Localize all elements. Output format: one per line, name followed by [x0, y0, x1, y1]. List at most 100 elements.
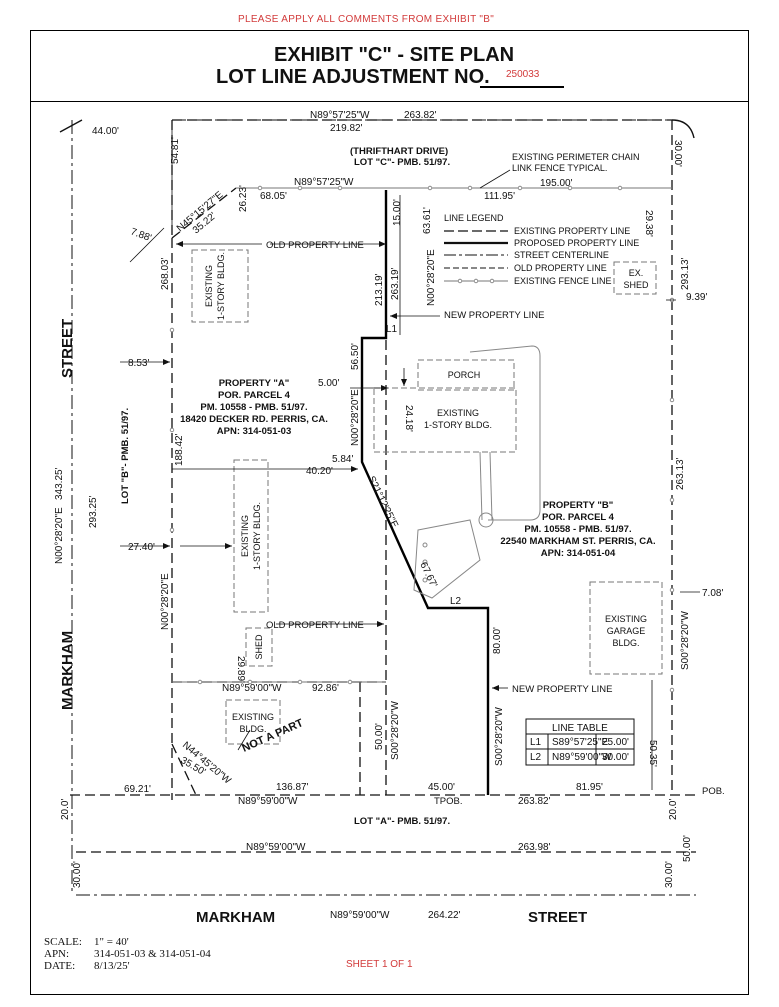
dim-29325: 293.25'	[88, 495, 99, 528]
dim-2418: 24.18'	[403, 405, 414, 432]
dim-2740: 27.40'	[128, 542, 155, 553]
dim-5000: 50.00'	[374, 723, 385, 750]
dim-5035: 50.35'	[647, 740, 658, 767]
property-b-name: PROPERTY "B"	[543, 500, 614, 511]
dim-18842: 188.42'	[174, 433, 185, 466]
dim-s-bearing-1: S00°28'20"W	[680, 611, 691, 670]
legend-item-3: OLD PROPERTY LINE	[514, 263, 607, 273]
porch-label: PORCH	[448, 370, 481, 380]
legend-item-2: STREET CENTERLINE	[514, 250, 609, 260]
property-b-pm: PM. 10558 - PMB. 51/97.	[524, 524, 631, 535]
property-a-parcel: POR. PARCEL 4	[218, 390, 291, 401]
ex-shed-label-1: EX.	[629, 268, 644, 278]
title-block	[30, 30, 749, 102]
dim-19500: 195.00'	[540, 178, 573, 189]
garage-outline	[589, 581, 663, 675]
legend-title: LINE LEGEND	[444, 213, 504, 223]
dim-n-bearing-1: N00°28'20"E	[426, 249, 437, 306]
bldg-a-mid-label-1: EXISTING	[240, 515, 250, 557]
dim-4020: 40.20'	[306, 466, 333, 477]
old-property-line-label-1: OLD PROPERTY LINE	[266, 240, 364, 251]
dim-2989: 29.89'	[235, 656, 246, 683]
legend-item-1: PROPOSED PROPERTY LINE	[514, 238, 639, 248]
line-table-row-0-bearing: S89°57'25"E	[552, 737, 608, 748]
corner-tick-nw	[59, 119, 83, 133]
dim-26313: 263.13'	[675, 457, 686, 490]
lot-b-label: LOT "B"- PMB. 51/97.	[120, 408, 131, 504]
dim-200-left: 20.0'	[60, 799, 71, 820]
markham-street-label-2: MARKHAM	[59, 631, 76, 710]
garage-label-1: EXISTING	[605, 614, 647, 624]
nap-bldg-label-2: BLDG.	[239, 724, 266, 734]
nap-bldg-outline	[225, 699, 281, 745]
property-b-apn: APN: 314-051-04	[541, 548, 616, 559]
nw-corner-diagonal	[171, 187, 237, 239]
dim-top-right: 30.00'	[672, 140, 683, 167]
proposed-property-line	[360, 190, 490, 795]
thrifthart-name: (THRIFTHART DRIVE)	[350, 146, 448, 157]
bldg-a-top-label-1: EXISTING	[204, 265, 214, 307]
dim-584: 5.84'	[332, 454, 353, 465]
header-note: PLEASE APPLY ALL COMMENTS FROM EXHIBIT "…	[238, 14, 495, 25]
street-bottom-label: STREET	[528, 909, 587, 926]
ex-shed-outline	[613, 261, 657, 295]
dim-708: 7.08'	[702, 588, 723, 599]
dim-n-bearing-3: N00°28'20"E	[54, 507, 65, 564]
new-property-line-label-2: NEW PROPERTY LINE	[512, 684, 612, 695]
dim-939: 9.39'	[686, 292, 707, 303]
property-a-name: PROPERTY "A"	[219, 378, 290, 389]
drawing-frame	[30, 30, 749, 995]
line-table-title: LINE TABLE	[552, 723, 608, 734]
bldg-a-mid-outline	[233, 459, 269, 613]
not-a-part-label: NOT A PART	[240, 717, 305, 755]
footer-date: DATE:8/13/25'	[44, 960, 130, 972]
dim-6767: 67.67'	[417, 560, 439, 589]
dim-788: 7.88'	[129, 226, 153, 244]
shed-outline	[245, 627, 273, 667]
property-a-apn: APN: 314-051-03	[217, 426, 291, 437]
markham-street-label: STREET	[59, 319, 76, 378]
bldg-b-label-2: 1-STORY BLDG.	[424, 420, 492, 430]
dim-26382: 263.82'	[518, 796, 551, 807]
pob-label: POB.	[702, 786, 725, 797]
fence-note-2: LINK FENCE TYPICAL.	[512, 163, 607, 173]
dim-21319: 213.19'	[374, 273, 385, 306]
dim-bot-bearing: N89°59'00"W	[238, 796, 298, 807]
line-table-row-0-dist: 25.00'	[602, 737, 629, 748]
bldg-a-mid-label-2: 1-STORY BLDG.	[252, 502, 262, 570]
dim-l1: L1	[386, 324, 398, 335]
property-a-pm: PM. 10558 - PMB. 51/97.	[200, 402, 307, 413]
dim-26319: 263.19'	[390, 267, 401, 300]
dim-26422: 264.22'	[428, 910, 461, 921]
legend-item-0: EXISTING PROPERTY LINE	[514, 226, 630, 236]
dim-1500: 15.00'	[392, 199, 403, 226]
dim-top-left: 44.00'	[92, 126, 119, 137]
bldg-b-outline	[373, 387, 517, 453]
dim-6805: 68.05'	[260, 191, 287, 202]
line-table-row-0-id: L1	[530, 737, 542, 748]
bldg-b-label-1: EXISTING	[437, 408, 479, 418]
dim-26398: 263.98'	[518, 842, 551, 853]
fence-note-1: EXISTING PERIMETER CHAIN	[512, 152, 640, 162]
footer-apn: APN:314-051-03 & 314-051-04	[44, 948, 211, 960]
nap-bldg-label-1: EXISTING	[232, 712, 274, 722]
bldg-a-top-outline	[191, 249, 249, 323]
dim-north-bearing: N89°57'25"W	[294, 177, 354, 188]
dim-500: 5.00'	[318, 378, 339, 389]
dim-s-bearing-2: S00°28'20"W	[390, 701, 401, 760]
property-b-parcel: POR. PARCEL 4	[542, 512, 615, 523]
dim-11195: 111.95'	[484, 191, 515, 202]
dim-l2: L2	[450, 596, 462, 607]
garage-label-2: GARAGE	[607, 626, 646, 636]
dim-8000: 80.00'	[492, 627, 503, 654]
line-table-row-1-dist: 30.00'	[602, 752, 629, 763]
dim-34325: 343.25'	[54, 467, 65, 500]
legend-item-4: EXISTING FENCE LINE	[514, 276, 612, 286]
line-table-row-1-id: L2	[530, 752, 542, 763]
corner-curve-ne	[671, 119, 695, 139]
dim-9286: 92.86'	[312, 683, 339, 694]
porch-outline	[417, 359, 515, 391]
dim-200-right: 20.0'	[668, 799, 679, 820]
dim-6921: 69.21'	[124, 784, 151, 795]
